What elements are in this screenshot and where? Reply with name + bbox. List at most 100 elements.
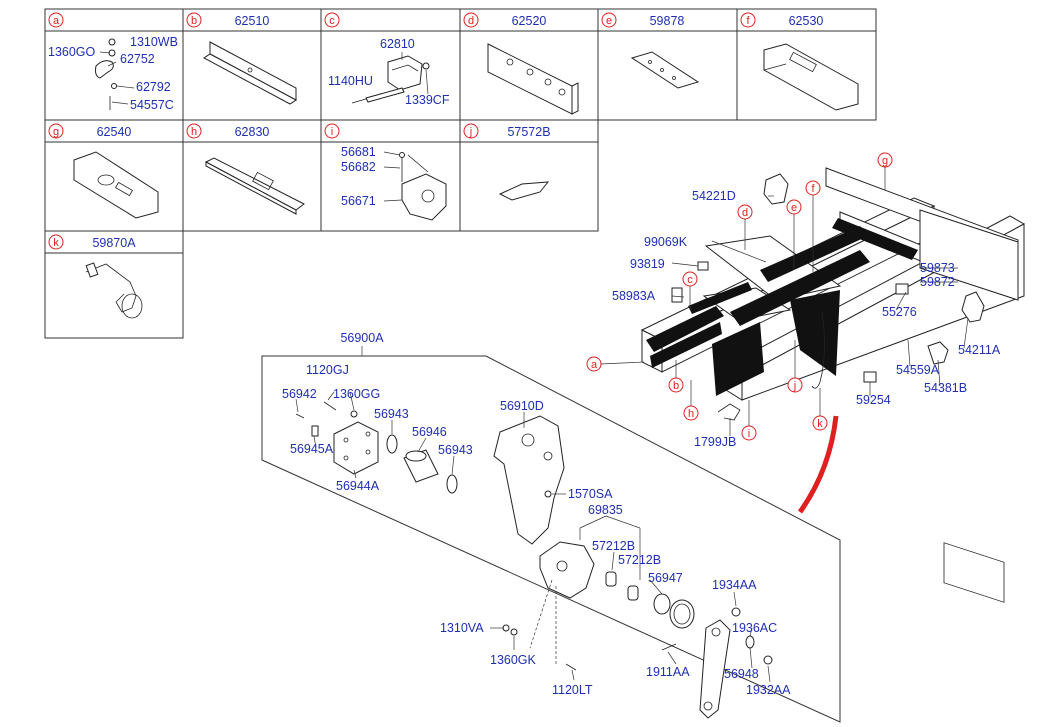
mount-bracket-icon [927, 341, 949, 365]
cell-j-header: j 57572B [463, 123, 551, 139]
cell-letter: c [329, 15, 335, 27]
part-label: 1120GJ [306, 363, 349, 377]
nut-icon [422, 62, 430, 70]
shackle-bracket-icon [401, 173, 447, 221]
part-label: 56948 [724, 667, 759, 681]
callout-letter: j [793, 380, 796, 392]
cell-part-number: 62830 [235, 125, 270, 139]
bolt-icon [661, 643, 677, 651]
cell-letter: b [191, 15, 197, 27]
part-label: 1911AA [646, 665, 690, 679]
bushing-icon [627, 585, 639, 601]
part-label: 1932AA [746, 683, 791, 697]
frame-part-labels: 54221D 99069K 93819 58983A 59873 59872 5… [612, 189, 1001, 449]
cell-part-number: 59878 [650, 14, 685, 28]
part-label: 56944A [336, 479, 380, 493]
washer-icon [446, 474, 458, 494]
cell-e-header: e 59878 [601, 12, 685, 28]
nut-icon [731, 607, 741, 617]
seal-ring-icon [653, 593, 671, 615]
plate-icon [365, 87, 405, 103]
callout-c: c [682, 271, 698, 310]
cell-c-header: c [324, 12, 340, 28]
spacer-icon [311, 425, 319, 437]
cell-letter: a [53, 15, 60, 27]
callout-letter: e [791, 202, 797, 214]
cell-b-crossmember-icon [203, 41, 297, 105]
callout-letter: k [817, 418, 823, 430]
part-label: 57212B [618, 553, 661, 567]
part-label: 56942 [282, 387, 317, 401]
cell-d-header: d 62520 [463, 12, 547, 28]
washer-icon [745, 635, 755, 649]
washer-icon [386, 434, 398, 454]
callout-j: j [787, 340, 803, 393]
cell-letter: e [606, 15, 612, 27]
part-label: 56910D [500, 399, 544, 413]
part-label: 1799JB [694, 435, 736, 449]
part-label: 1934AA [712, 578, 757, 592]
cell-h-bar-icon [204, 157, 305, 215]
part-label: 54381B [924, 381, 967, 395]
part-label: 56943 [438, 443, 473, 457]
link-arm-icon [699, 619, 731, 719]
callout-b: b [668, 360, 684, 393]
cell-e-plate-icon [630, 51, 700, 89]
callout-letter: i [748, 428, 750, 440]
part-label: 58983A [612, 289, 656, 303]
assembly-56900A: 56900A [261, 331, 841, 723]
part-label: 1360GO [48, 45, 96, 59]
callout-letter: d [742, 207, 748, 219]
cell-b-header: b 62510 [186, 12, 270, 28]
part-label: 1310WB [130, 35, 178, 49]
mount-bracket-icon [387, 55, 423, 91]
cell-j-bracket-icon [498, 181, 550, 201]
part-label: 59254 [856, 393, 891, 407]
part-label: 59873 [920, 261, 955, 275]
cell-part-number: 62510 [235, 14, 270, 28]
cell-a-parts: 1310WB 1360GO 62752 62792 54557C [48, 35, 178, 112]
part-label: 54559A [896, 363, 940, 377]
part-label: 54221D [692, 189, 736, 203]
cell-f-header: f 62530 [740, 12, 824, 28]
bolt-icon [351, 98, 367, 104]
part-label: 62792 [136, 80, 171, 94]
plate-icon [333, 421, 379, 475]
cell-c-parts: 62810 1140HU 1339CF [328, 37, 450, 107]
spring-bracket-icon [961, 291, 985, 323]
cell-g-crossmember-icon [73, 151, 159, 219]
bracket-icon [95, 60, 114, 79]
part-label: 56671 [341, 194, 376, 208]
cell-part-number: 62530 [789, 14, 824, 28]
part-label: 56682 [341, 160, 376, 174]
part-label: 1120LT [552, 683, 593, 697]
part-label: 1140HU [328, 74, 373, 88]
part-label: 56945A [290, 442, 334, 456]
nut-icon [763, 655, 773, 665]
callout-d: d [737, 204, 753, 250]
frame-callouts: g f d e c a b h i j k [586, 152, 893, 441]
spring-bracket-icon [763, 173, 789, 205]
cell-part-number: 62520 [512, 14, 547, 28]
part-label: 56681 [341, 145, 376, 159]
callout-letter: h [688, 408, 694, 420]
parts-grid [44, 8, 877, 339]
callout-letter: f [811, 183, 815, 195]
cell-letter: g [53, 126, 59, 138]
callout-i: i [741, 400, 757, 441]
part-label: 56946 [412, 425, 447, 439]
nut-icon [510, 628, 518, 636]
cell-k-harness-icon [85, 262, 143, 319]
shackle-icon [539, 541, 595, 599]
pad-icon [863, 371, 877, 383]
cell-g-header: g 62540 [48, 123, 131, 139]
part-label: 62810 [380, 37, 415, 51]
part-label: 54211A [958, 343, 1001, 357]
callout-f: f [805, 180, 821, 272]
red-arrow-icon [797, 415, 839, 514]
cell-letter: f [746, 15, 750, 27]
bolt-icon [323, 401, 337, 411]
part-label: 1360GK [490, 653, 537, 667]
part-label: 1936AC [732, 621, 777, 635]
